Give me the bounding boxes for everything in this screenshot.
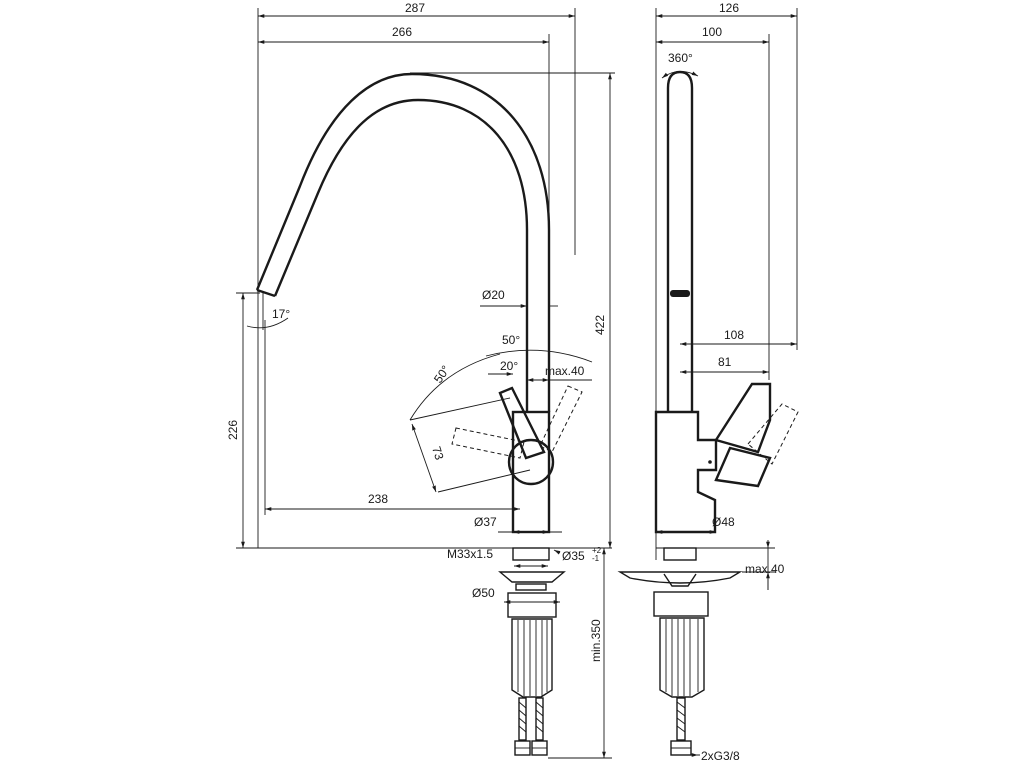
angle-arc-50-side [409, 353, 501, 421]
supply-hoses [514, 697, 548, 756]
angle-arc-50-top [485, 349, 593, 363]
mounting-plate [498, 571, 566, 583]
dim-line-73 [411, 423, 437, 493]
thread-shank [512, 547, 550, 561]
dim-spout-tilt: 17° [272, 307, 290, 321]
side-view: 126 100 360° 108 81 Ø48 [617, 1, 799, 763]
dim-width-overall: 287 [405, 1, 425, 15]
dim-hole-tol-upper: +2 [592, 546, 602, 555]
lever-position-left [451, 427, 525, 459]
ribbed-sleeve [511, 618, 553, 698]
dim-lever-angle-top: 50° [502, 333, 520, 347]
dim-spout-reach: 266 [392, 25, 412, 39]
lever-grip-side [714, 446, 772, 488]
dim-lever-angle-side: 50° [431, 363, 453, 386]
dim-rotation: 360° [668, 51, 693, 65]
spout-inner [273, 98, 529, 412]
dim-depth-overall: 126 [719, 1, 739, 15]
dim-lever-clearance: max.40 [545, 364, 585, 378]
dim-thread: M33x1.5 [447, 547, 493, 561]
dim-lever-length: 73 [429, 445, 447, 462]
washer-side [663, 573, 697, 587]
aerator [670, 290, 690, 297]
lever [498, 386, 546, 460]
body [511, 410, 551, 534]
spout-tip [256, 288, 276, 298]
dim-spout-diameter: Ø20 [482, 288, 505, 302]
dim-lever-depth: 108 [724, 328, 744, 342]
extension-line [409, 397, 511, 421]
washer [515, 583, 547, 591]
lever-position-right [539, 385, 583, 453]
dim-connections: 2xG3/8 [701, 749, 740, 763]
spout-side [666, 70, 694, 412]
dim-nut-diameter: Ø50 [472, 586, 495, 600]
dim-deck-thickness: max.40 [745, 562, 785, 576]
mounting-plate-side [617, 571, 743, 584]
angle-arc-17 [246, 317, 289, 329]
fixing-nut [507, 592, 557, 618]
spout-outer [255, 72, 551, 412]
lever-position-side [747, 403, 799, 465]
supply-hose-side [670, 697, 692, 756]
dim-lever-offset: 81 [718, 355, 732, 369]
extension-line [437, 469, 531, 493]
body-side [654, 410, 718, 534]
dim-outlet-height: 226 [226, 420, 240, 440]
dim-hole-diameter: Ø35 [562, 549, 585, 563]
dim-hole-tol-lower: -1 [592, 554, 600, 563]
dim-spout-depth: 100 [702, 25, 722, 39]
dim-lever-angle-inner: 20° [500, 359, 518, 373]
fixing-nut-side [653, 591, 709, 617]
front-view: 287 266 422 226 238 17° Ø20 [226, 1, 615, 759]
dim-body-diameter-side: Ø48 [712, 515, 735, 529]
dim-hose-length: min.350 [589, 619, 603, 662]
dim-line-d35 [553, 549, 561, 555]
thread-shank-side [663, 547, 697, 561]
lever-hub [507, 438, 555, 486]
ribbed-sleeve-side [659, 617, 705, 698]
dim-outlet-reach: 238 [368, 492, 388, 506]
dim-body-diameter: Ø37 [474, 515, 497, 529]
dim-height-total: 422 [593, 315, 607, 335]
pivot-dot [708, 460, 712, 464]
lever-side [714, 382, 772, 454]
